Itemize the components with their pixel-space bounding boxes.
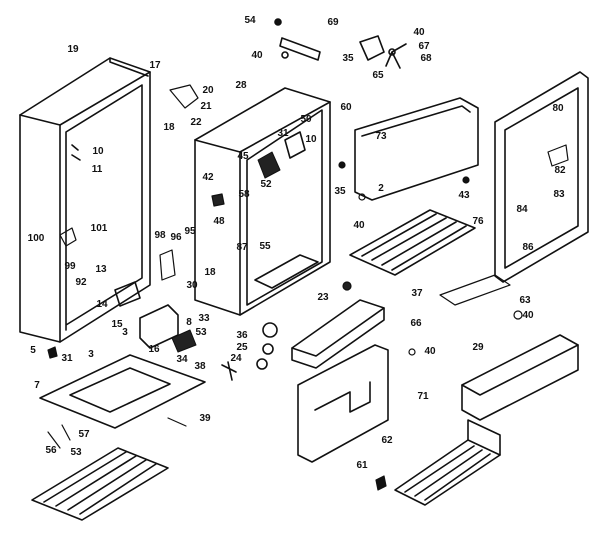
callout: 50 [300,114,312,125]
callout: 65 [372,70,384,81]
callout: 55 [259,241,271,252]
callout: 66 [410,318,422,329]
callout: 67 [418,41,430,52]
callout: 34 [176,354,188,365]
callout: 21 [200,101,212,112]
callout: 31 [61,353,73,364]
callout: 42 [202,172,214,183]
crisper-cover [297,344,389,463]
callout: 60 [340,102,352,113]
callout: 33 [198,313,210,324]
evaporator-fan [359,35,407,69]
callout: 84 [516,204,528,215]
callout: 38 [194,361,206,372]
freezer-door-panel [354,97,479,201]
callout: 92 [75,277,87,288]
callout: 69 [327,17,339,28]
callout: 40 [353,220,365,231]
callout: 39 [199,413,211,424]
callout: 82 [554,165,566,176]
callout: 80 [552,103,564,114]
callout: 63 [519,295,531,306]
callout: 18 [163,122,175,133]
callout: 23 [317,292,329,303]
compressor-assembly [114,281,278,381]
drawer-front [461,334,579,421]
callout: 101 [90,223,108,234]
misc-hardware [47,84,569,491]
callout: 53 [195,327,207,338]
callout: 43 [458,190,470,201]
door-gasket-frame [494,71,589,283]
callout: 14 [96,299,108,310]
callout: 10 [305,134,317,145]
callout: 48 [213,216,225,227]
callout: 83 [553,189,565,200]
callout: 15 [111,319,123,330]
door-rail [291,299,385,369]
callout: 17 [149,60,161,71]
callout: 8 [186,317,192,328]
callout: 5 [30,345,36,356]
callout: 73 [375,131,387,142]
callout: 16 [148,344,160,355]
callout: 30 [186,280,198,291]
callout: 10 [92,146,104,157]
callout: 35 [342,53,354,64]
callout: 13 [95,264,107,275]
shelf-upper [349,209,476,276]
callout: 53 [70,447,82,458]
callout: 11 [91,164,103,175]
callout: 76 [472,216,484,227]
callout: 18 [204,267,216,278]
callout: 45 [237,151,249,162]
base-pan [39,354,206,429]
callout: 29 [472,342,484,353]
callout: 52 [260,179,272,190]
cabinet-liner [194,87,331,316]
callout: 31 [277,128,289,139]
callout: 57 [78,429,90,440]
callout: 37 [411,288,423,299]
outer-cabinet [19,57,151,343]
callout: 58 [238,189,250,200]
callout: 35 [334,186,346,197]
callout: 87 [236,242,248,253]
callout: 40 [413,27,425,38]
callout: 3 [122,327,128,338]
callout: 100 [27,233,45,244]
callout: 40 [251,50,263,61]
shelf-lower-left [31,447,169,521]
callout: 25 [236,342,248,353]
callout: 56 [45,445,57,456]
callout: 68 [420,53,432,64]
callout: 22 [190,117,202,128]
callout: 19 [67,44,79,55]
callout: 62 [381,435,393,446]
callout: 3 [88,349,94,360]
callout: 24 [230,353,242,364]
callout: 95 [184,226,196,237]
callout: 86 [522,242,534,253]
callout: 96 [170,232,182,243]
callout: 28 [235,80,247,91]
callout: 20 [202,85,214,96]
callout: 36 [236,330,248,341]
callout: 99 [64,261,76,272]
callout: 61 [356,460,368,471]
top-hinge-bar [274,18,321,61]
callout: 98 [154,230,166,241]
callout: 2 [378,183,384,194]
shelf-lower-right [394,419,501,506]
callout: 71 [417,391,429,402]
callout: 40 [522,310,534,321]
callout: 40 [424,346,436,357]
callout: 7 [34,380,40,391]
callout: 54 [244,15,256,26]
